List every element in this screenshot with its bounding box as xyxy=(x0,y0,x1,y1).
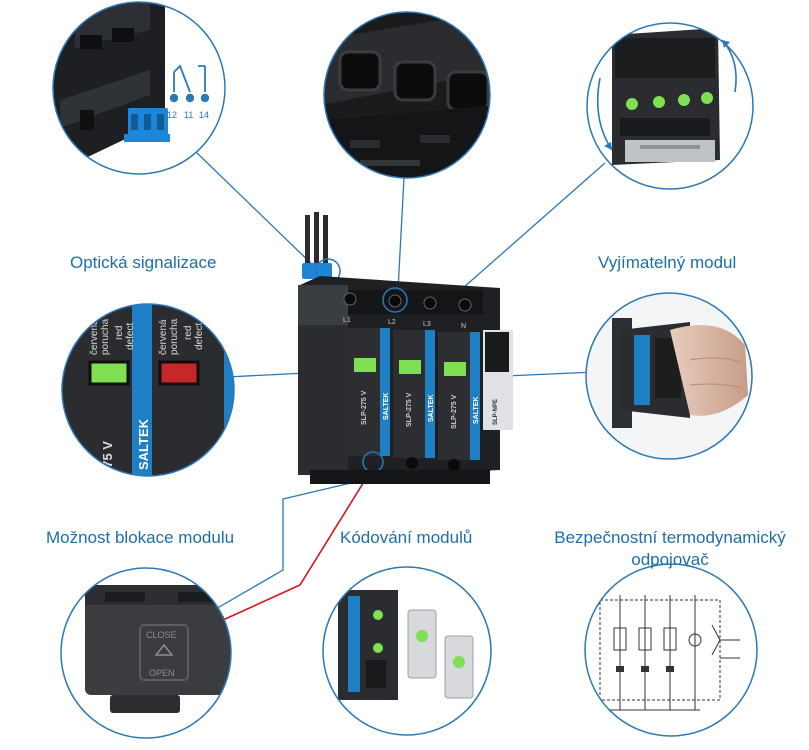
caption-bezpecnostni-line1: Bezpečnostní termodynamický xyxy=(554,528,786,547)
zoom-status-cz-1: červená xyxy=(89,319,100,355)
module-brand-1: SALTEK xyxy=(383,393,390,420)
caption-bezpecnostni-line2: odpojovač xyxy=(631,550,709,569)
zoom-removable-modules xyxy=(586,22,754,190)
leader-terminals xyxy=(195,151,321,273)
caption-vyjimatelny: Vyjímatelný modul xyxy=(598,253,737,272)
lock-open-label: OPEN xyxy=(149,668,175,678)
module-type-1: SLP-275 V xyxy=(361,390,368,425)
red-indicator xyxy=(158,360,200,386)
zoom-cross-section xyxy=(323,11,491,179)
caption-opticka: Optická signalizace xyxy=(70,253,217,272)
line-label-3: L3 xyxy=(423,321,431,328)
leader-removable xyxy=(454,162,606,296)
zoom-status-en-1b: red xyxy=(183,326,194,340)
line-label-2: L2 xyxy=(388,319,396,326)
caption-moznost: Možnost blokace modulu xyxy=(46,528,235,547)
zoom-lock: CLOSE OPEN xyxy=(60,567,232,739)
module-brand-3: SALTEK xyxy=(473,397,480,424)
zoom-hand-module xyxy=(585,292,753,460)
module-type-2: SLP-275 V xyxy=(406,392,413,427)
zoom-type: 275 V xyxy=(100,441,115,475)
green-indicator xyxy=(88,360,130,386)
central-device: L1 L2 L3 N SLP-275 V SALTEK SLP-275 V SA… xyxy=(298,212,513,484)
terminal-number: 12 xyxy=(167,110,177,120)
caption-kodovani: Kódování modulů xyxy=(340,528,473,547)
module-type-npe: SLP-NPE xyxy=(493,399,499,425)
zoom-module-coding xyxy=(322,566,492,736)
zoom-status-cz-2b: porucha xyxy=(169,318,180,355)
leader-cross-section xyxy=(397,177,405,291)
terminal-number: 11 xyxy=(184,110,193,120)
zoom-status-en-2: defect xyxy=(125,323,136,350)
red-arrow-line xyxy=(211,471,371,626)
zoom-schematic xyxy=(584,563,758,737)
module-type-3: SLP-275 V xyxy=(451,394,458,429)
zoom-status-cz-1b: červená xyxy=(158,319,169,355)
terminal-number: 14 xyxy=(199,110,209,120)
zoom-signal-windows: červená porucha red defect červená poruc… xyxy=(61,303,235,477)
zoom-brand: SALTEK xyxy=(136,418,151,470)
line-label-4: N xyxy=(461,323,466,330)
lock-close-label: CLOSE xyxy=(146,630,177,640)
zoom-status-en-1: red xyxy=(114,326,125,340)
line-label-1: L1 xyxy=(343,317,351,324)
leader-hand xyxy=(504,371,596,377)
zoom-terminal-block: 12 11 14 xyxy=(52,1,226,175)
module-brand-2: SALTEK xyxy=(428,395,435,422)
zoom-status-cz-2: porucha xyxy=(100,318,111,355)
zoom-status-en-2b: defect xyxy=(194,323,205,350)
caption-bezpecnostni: Bezpečnostní termodynamický odpojovač xyxy=(545,527,795,571)
terminal-connector xyxy=(302,263,332,279)
